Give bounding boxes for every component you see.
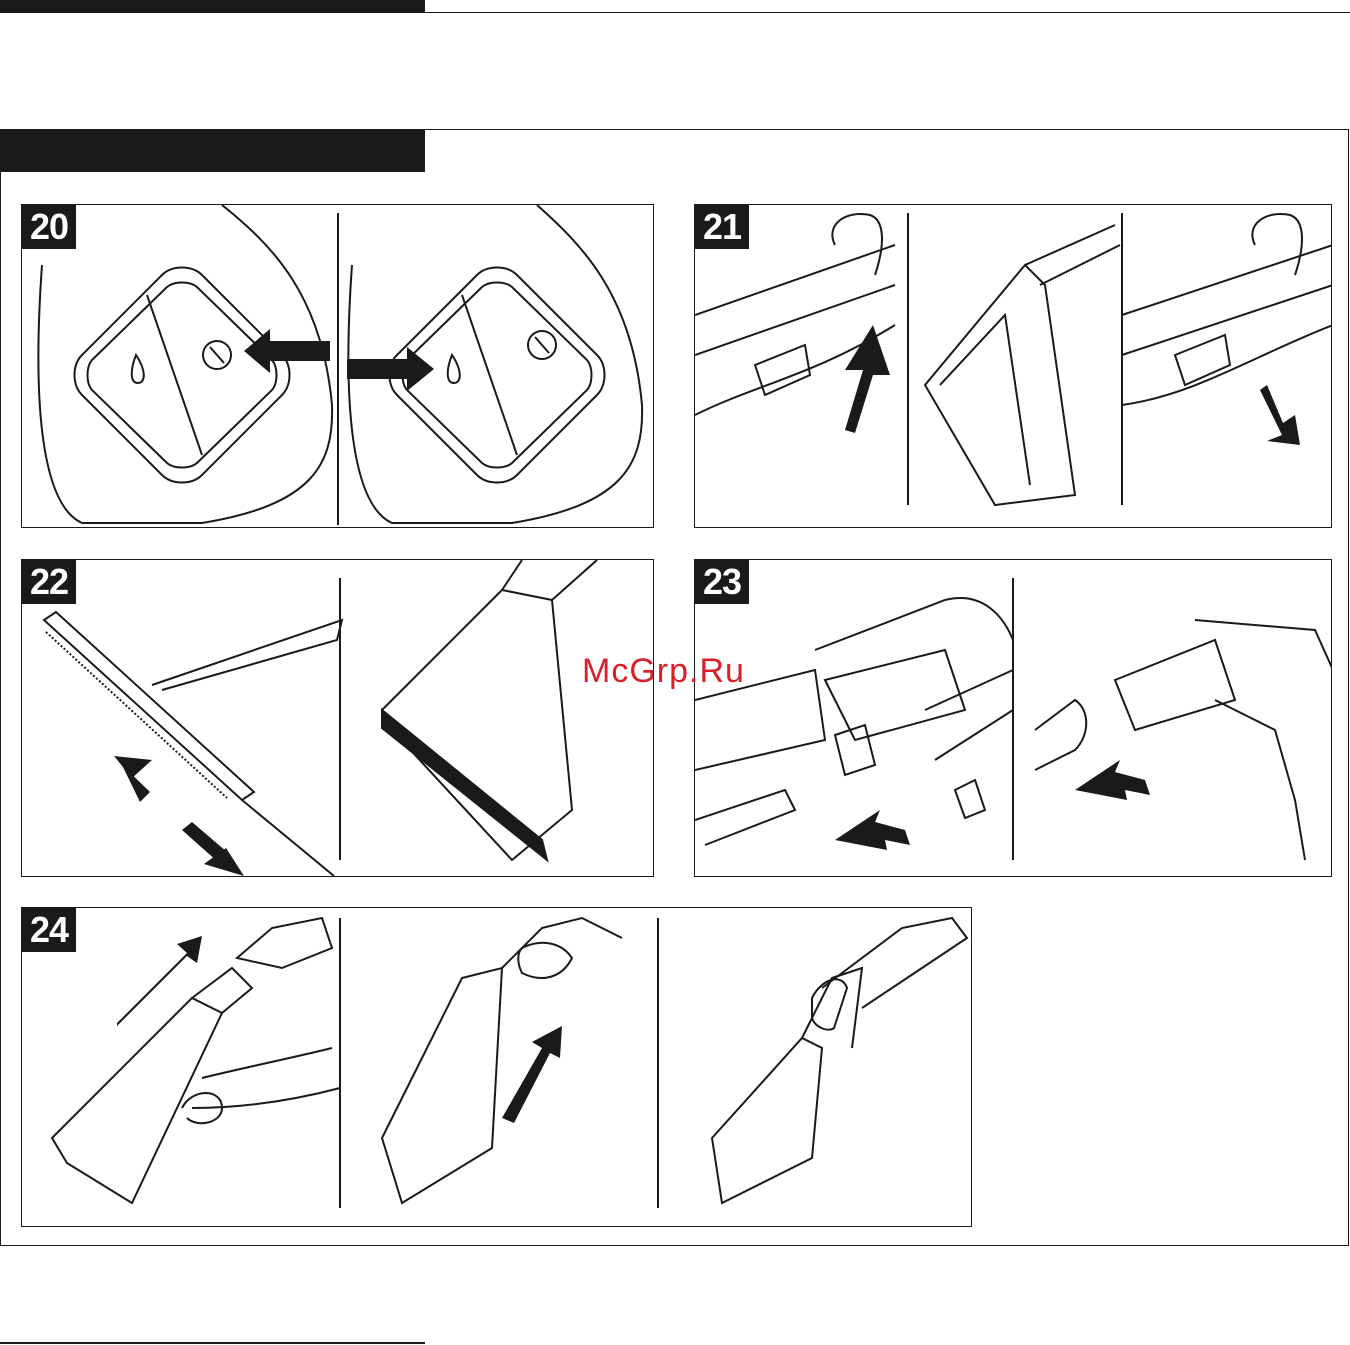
step-23-panel: 23: [694, 559, 1332, 877]
watermark: McGrp.Ru: [582, 652, 745, 691]
footer-rule: [0, 1342, 425, 1344]
step-20-panel: 20: [21, 204, 654, 528]
step-23-illustration: [695, 560, 1332, 877]
header-bar: [0, 0, 425, 13]
step-20-illustration: [22, 205, 654, 528]
step-24-illustration: [22, 908, 972, 1227]
step-24-panel: 24: [21, 907, 972, 1227]
section-title-bar: [0, 129, 425, 172]
step-21-panel: 21: [694, 204, 1332, 528]
header-rule: [425, 12, 1350, 13]
step-21-illustration: [695, 205, 1332, 528]
step-22-illustration: [22, 560, 654, 877]
step-22-panel: 22: [21, 559, 654, 877]
